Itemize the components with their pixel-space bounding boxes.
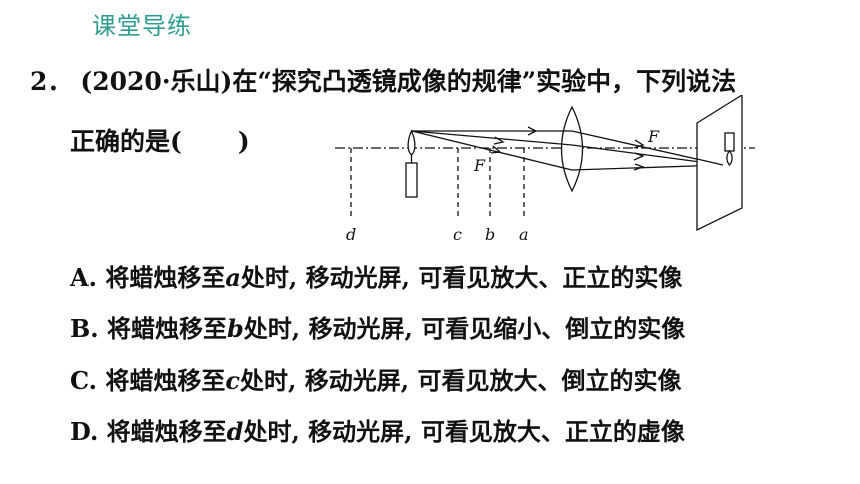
option-a[interactable]: A. 将蜡烛移至a处时, 移动光屏, 可看见放大、正立的实像: [70, 258, 682, 293]
option-var: b: [227, 314, 244, 343]
label-c: c: [453, 225, 462, 244]
ray-3: [411, 130, 573, 171]
option-var: d: [226, 417, 244, 446]
option-text-post: 处时, 移动光屏, 可看见放大、正立的实像: [240, 263, 683, 292]
option-letter: D.: [70, 417, 99, 446]
question-text: (2020·乐山)在“探究凸透镜成像的规律”实验中，下列说法: [80, 67, 737, 96]
question-stem-line2: 正确的是(): [70, 122, 250, 158]
option-c[interactable]: C. 将蜡烛移至c处时, 移动光屏, 可看见放大、倒立的实像: [70, 361, 681, 396]
arrow-6: [633, 163, 645, 171]
option-text-pre: 将蜡烛移至: [105, 366, 226, 395]
option-var: a: [225, 263, 241, 292]
option-d[interactable]: D. 将蜡烛移至d处时, 移动光屏, 可看见放大、正立的虚像: [70, 412, 685, 447]
candle-flame: [407, 129, 416, 156]
arrow-3: [490, 145, 502, 154]
option-text-post: 处时, 移动光屏, 可看见缩小、倒立的实像: [243, 314, 686, 343]
lens-diagram: F F d c b a: [335, 95, 755, 244]
label-b: b: [485, 225, 495, 244]
arrow-2: [493, 136, 505, 145]
section-title: 课堂导练: [92, 12, 192, 40]
image-candle: [724, 132, 735, 152]
ray-2: [411, 130, 573, 146]
question-number: 2．: [30, 67, 73, 96]
label-d: d: [346, 225, 356, 244]
convex-lens: [560, 105, 584, 193]
arrow-5: [633, 152, 645, 161]
label-a: a: [519, 225, 529, 244]
option-text-post: 处时, 移动光屏, 可看见放大、正立的虚像: [243, 417, 685, 446]
question-close-paren: ): [237, 127, 250, 156]
option-letter: B.: [70, 314, 99, 343]
option-text-pre: 将蜡烛移至: [107, 314, 227, 343]
label-f-left: F: [473, 156, 486, 175]
screen: [696, 95, 743, 232]
option-var: c: [225, 366, 241, 395]
arrow-4: [633, 139, 645, 149]
question-stem-line1: 2．(2020·乐山)在“探究凸透镜成像的规律”实验中，下列说法: [30, 62, 736, 98]
option-text-pre: 将蜡烛移至: [106, 417, 227, 446]
image-flame: [726, 150, 733, 166]
question-text-2: 正确的是(: [70, 127, 182, 156]
arrow-1: [527, 126, 538, 136]
candle-body: [405, 162, 418, 198]
option-text-pre: 将蜡烛移至: [105, 263, 226, 292]
option-letter: C.: [70, 366, 98, 395]
ray-screen-1: [696, 158, 724, 166]
option-b[interactable]: B. 将蜡烛移至b处时, 移动光屏, 可看见缩小、倒立的实像: [70, 309, 685, 344]
option-letter: A.: [70, 263, 97, 292]
option-text-post: 处时, 移动光屏, 可看见放大、倒立的实像: [240, 366, 682, 395]
label-f-right: F: [647, 127, 660, 146]
